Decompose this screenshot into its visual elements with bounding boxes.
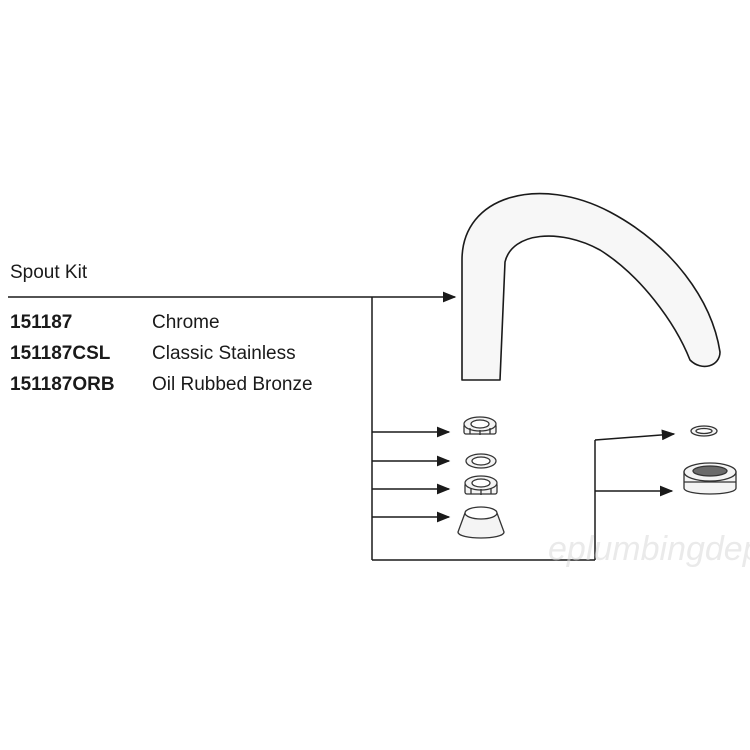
spout: [461, 192, 721, 381]
aerator: [683, 462, 737, 495]
leader-lines: [8, 291, 676, 561]
flat-washer: [465, 453, 497, 469]
part-row-oil-rubbed-bronze: 151187ORB Oil Rubbed Bronze: [10, 374, 313, 396]
part-finish: Classic Stainless: [152, 343, 296, 364]
part-number: 151187: [10, 312, 73, 333]
hex-nut-top: [463, 416, 497, 435]
part-row-chrome: 151187 Chrome: [10, 312, 220, 334]
part-finish: Chrome: [152, 312, 220, 333]
part-row-classic-stainless: 151187CSL Classic Stainless: [10, 343, 296, 365]
part-finish: Oil Rubbed Bronze: [152, 374, 313, 395]
kit-title: Spout Kit: [10, 262, 88, 283]
tapered-sleeve: [457, 506, 505, 539]
o-ring: [690, 425, 718, 437]
part-number: 151187CSL: [10, 343, 111, 364]
arrow-to-oring: [594, 429, 676, 441]
hex-nut-bottom: [464, 475, 498, 495]
part-number: 151187ORB: [10, 374, 115, 395]
watermark: eplumbingdepot.com: [548, 530, 750, 568]
